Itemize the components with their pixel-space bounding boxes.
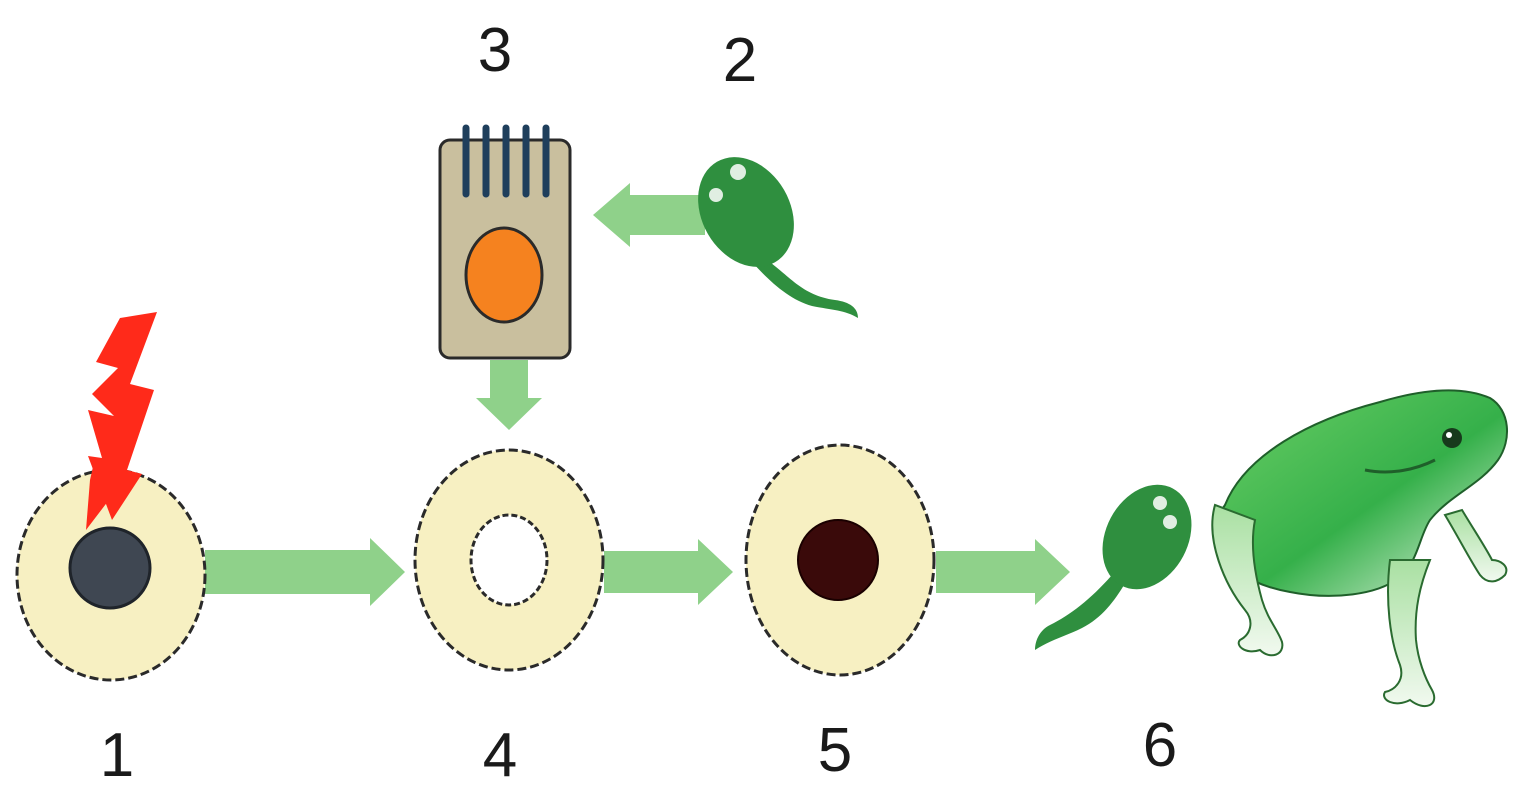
arrow-4-to-5	[604, 539, 733, 605]
label-egg-uv: 1	[99, 721, 135, 790]
egg-4-empty-nucleus	[469, 513, 549, 607]
tadpole-result-icon	[1035, 484, 1192, 650]
intestinal-cell-icon	[438, 124, 572, 360]
arrow-5-to-6	[936, 539, 1070, 605]
frog-icon	[1211, 389, 1509, 708]
label-enucleated-egg: 4	[482, 721, 518, 790]
egg-5-transplanted-nucleus	[797, 519, 879, 601]
arrow-2-to-3	[593, 183, 705, 247]
tadpole-icon	[698, 157, 858, 318]
uv-lightning-icon	[88, 312, 157, 520]
arrow-3-to-4	[476, 360, 542, 430]
label-intestinal-cell: 3	[477, 16, 513, 85]
label-result: 6	[1142, 711, 1178, 780]
label-transplanted-egg: 5	[817, 716, 853, 785]
uv-lightning-tip-icon	[86, 458, 115, 530]
egg-1-nucleus	[68, 526, 152, 610]
label-tadpole-donor: 2	[722, 26, 758, 95]
arrow-1-to-4	[205, 538, 405, 606]
